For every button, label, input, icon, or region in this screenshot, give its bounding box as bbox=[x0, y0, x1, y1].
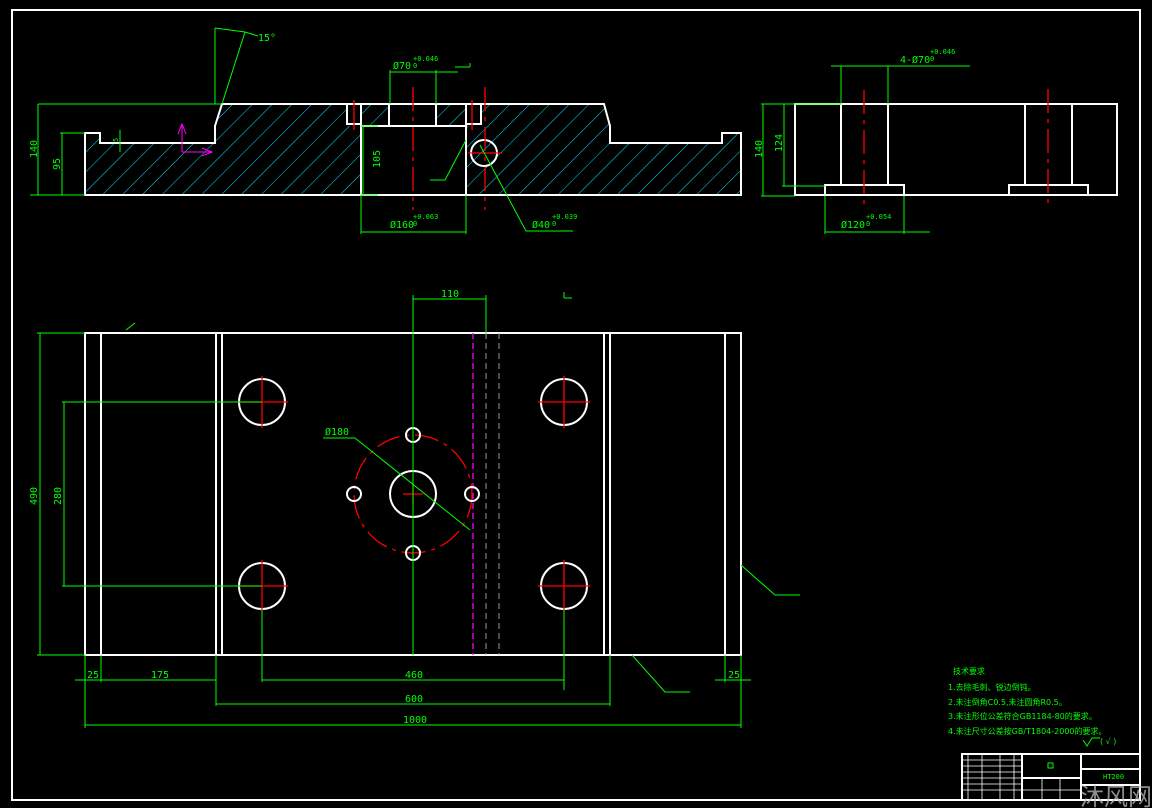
watermark-logo: 沐风网 bbox=[1080, 783, 1152, 808]
svg-text:+0.046: +0.046 bbox=[930, 48, 955, 56]
svg-text:+0.046: +0.046 bbox=[413, 55, 438, 63]
plan-view: 110 Ø180 490 280 25 175 460 600 1000 25 bbox=[29, 289, 800, 728]
angle-15-label: 15° bbox=[258, 33, 276, 44]
dim-25-right: 25 bbox=[728, 670, 740, 681]
dim-1000: 1000 bbox=[403, 715, 427, 726]
side-holes-dia: 4-Ø70 bbox=[900, 54, 930, 66]
ucs-axis-icon bbox=[177, 122, 214, 157]
dim-25-left: 25 bbox=[87, 670, 99, 681]
dim-175: 175 bbox=[151, 670, 169, 681]
side-height-140: 140 bbox=[754, 140, 765, 158]
front-section-hatch bbox=[85, 104, 741, 195]
bottom-bore-dia: Ø160 bbox=[390, 219, 414, 231]
circle-dia-180: Ø180 bbox=[325, 426, 349, 438]
svg-text:0: 0 bbox=[413, 62, 417, 70]
dim-460: 460 bbox=[405, 670, 423, 681]
technical-requirements: 技术要求 1.去除毛刺、锐边倒钝。 2.未注倒角C0.5,未注圆角R0.5。 3… bbox=[948, 666, 1116, 747]
hole-spacing-280: 280 bbox=[53, 487, 64, 505]
svg-text:+0.054: +0.054 bbox=[866, 213, 891, 221]
drawing-frame bbox=[11, 9, 1141, 801]
dim-600: 600 bbox=[405, 694, 423, 705]
tech-req-2: 2.未注倒角C0.5,未注圆角R0.5。 bbox=[948, 697, 1067, 707]
front-height-140: 140 bbox=[29, 140, 40, 158]
pocket-depth-105: 105 bbox=[372, 150, 383, 168]
front-height-95: 95 bbox=[52, 158, 63, 170]
front-section-view: 15° 140 95 5 105 Ø70 +0.046 0 Ø160 +0.06… bbox=[29, 27, 742, 234]
side-hole-dia: Ø40 bbox=[532, 219, 550, 231]
front-section-outline bbox=[84, 103, 742, 196]
offset-110: 110 bbox=[441, 289, 459, 300]
svg-text:0: 0 bbox=[552, 220, 556, 228]
svg-text:0: 0 bbox=[413, 220, 417, 228]
counterbore-right bbox=[465, 103, 482, 125]
tech-req-4: 4.未注尺寸公差按GB/T1804-2000的要求。 bbox=[948, 726, 1107, 736]
plan-height-490: 490 bbox=[29, 487, 40, 505]
svg-text:0: 0 bbox=[866, 220, 870, 228]
tech-req-3: 3.未注形位公差符合GB1184-80的要求。 bbox=[948, 711, 1097, 721]
side-section-view: 140 124 4-Ø70 +0.046 0 Ø120 +0.054 0 bbox=[754, 48, 1118, 234]
material-label: HT200 bbox=[1103, 773, 1124, 781]
svg-text:0: 0 bbox=[930, 55, 934, 63]
side-height-124: 124 bbox=[774, 134, 785, 152]
counterbore-dia: Ø120 bbox=[841, 219, 865, 231]
title-block: HT200 bbox=[961, 753, 1140, 800]
top-bore-dia: Ø70 bbox=[393, 60, 411, 72]
roughness-note: ( √ ) bbox=[1100, 737, 1116, 746]
svg-text:+0.063: +0.063 bbox=[413, 213, 438, 221]
svg-text:+0.039: +0.039 bbox=[552, 213, 577, 221]
notch-depth-label: 5 bbox=[112, 138, 120, 142]
tech-req-title: 技术要求 bbox=[953, 666, 985, 676]
tech-req-1: 1.去除毛刺、锐边倒钝。 bbox=[948, 682, 1036, 692]
